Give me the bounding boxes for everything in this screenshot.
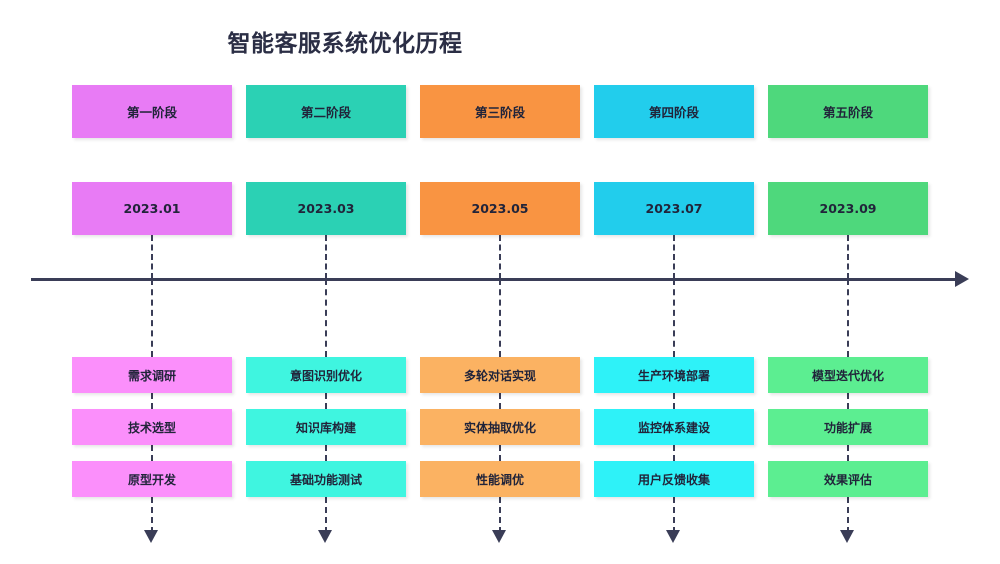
timeline-axis-line (31, 278, 962, 281)
task-box-4-1[interactable]: 生产环境部署 (594, 357, 754, 393)
column-down-arrow-icon-4 (666, 530, 680, 543)
connector-line-4-3 (673, 393, 675, 409)
phase-date-2[interactable]: 2023.03 (246, 182, 406, 235)
task-box-5-2[interactable]: 功能扩展 (768, 409, 928, 445)
phase-column-2: 第二阶段 2023.03 意图识别优化知识库构建基础功能测试 (246, 0, 406, 564)
task-box-1-2[interactable]: 技术选型 (72, 409, 232, 445)
connector-line-3-2 (499, 279, 501, 357)
connector-line-3-1 (499, 235, 501, 279)
task-box-5-3[interactable]: 效果评估 (768, 461, 928, 497)
connector-line-3-4 (499, 445, 501, 461)
task-box-4-2[interactable]: 监控体系建设 (594, 409, 754, 445)
phase-column-4: 第四阶段 2023.07 生产环境部署监控体系建设用户反馈收集 (594, 0, 754, 564)
connector-line-5-4 (847, 445, 849, 461)
connector-line-1-4 (151, 445, 153, 461)
page-title: 智能客服系统优化历程 (227, 31, 463, 57)
phase-column-3: 第三阶段 2023.05 多轮对话实现实体抽取优化性能调优 (420, 0, 580, 564)
phase-header-3[interactable]: 第三阶段 (420, 85, 580, 138)
connector-line-3-5 (499, 497, 501, 533)
phase-date-5[interactable]: 2023.09 (768, 182, 928, 235)
connector-line-4-5 (673, 497, 675, 533)
connector-line-5-2 (847, 279, 849, 357)
task-box-1-3[interactable]: 原型开发 (72, 461, 232, 497)
task-box-3-3[interactable]: 性能调优 (420, 461, 580, 497)
connector-line-5-1 (847, 235, 849, 279)
connector-line-2-4 (325, 445, 327, 461)
column-down-arrow-icon-3 (492, 530, 506, 543)
phase-date-4[interactable]: 2023.07 (594, 182, 754, 235)
timeline-right-arrow-icon (955, 271, 969, 287)
connector-line-5-3 (847, 393, 849, 409)
phase-header-4[interactable]: 第四阶段 (594, 85, 754, 138)
column-down-arrow-icon-5 (840, 530, 854, 543)
connector-line-4-1 (673, 235, 675, 279)
connector-line-4-2 (673, 279, 675, 357)
task-box-4-3[interactable]: 用户反馈收集 (594, 461, 754, 497)
task-box-5-1[interactable]: 模型迭代优化 (768, 357, 928, 393)
task-box-2-1[interactable]: 意图识别优化 (246, 357, 406, 393)
task-box-1-1[interactable]: 需求调研 (72, 357, 232, 393)
connector-line-1-5 (151, 497, 153, 533)
column-down-arrow-icon-1 (144, 530, 158, 543)
connector-line-1-1 (151, 235, 153, 279)
connector-line-2-3 (325, 393, 327, 409)
phase-column-1: 第一阶段 2023.01 需求调研技术选型原型开发 (72, 0, 232, 564)
connector-line-2-2 (325, 279, 327, 357)
connector-line-2-1 (325, 235, 327, 279)
phase-date-1[interactable]: 2023.01 (72, 182, 232, 235)
connector-line-3-3 (499, 393, 501, 409)
connector-line-5-5 (847, 497, 849, 533)
task-box-2-3[interactable]: 基础功能测试 (246, 461, 406, 497)
task-box-3-2[interactable]: 实体抽取优化 (420, 409, 580, 445)
connector-line-1-2 (151, 279, 153, 357)
phase-header-1[interactable]: 第一阶段 (72, 85, 232, 138)
phase-header-2[interactable]: 第二阶段 (246, 85, 406, 138)
phase-column-5: 第五阶段 2023.09 模型迭代优化功能扩展效果评估 (768, 0, 928, 564)
phase-header-5[interactable]: 第五阶段 (768, 85, 928, 138)
column-down-arrow-icon-2 (318, 530, 332, 543)
phase-date-3[interactable]: 2023.05 (420, 182, 580, 235)
connector-line-2-5 (325, 497, 327, 533)
task-box-2-2[interactable]: 知识库构建 (246, 409, 406, 445)
connector-line-4-4 (673, 445, 675, 461)
connector-line-1-3 (151, 393, 153, 409)
task-box-3-1[interactable]: 多轮对话实现 (420, 357, 580, 393)
